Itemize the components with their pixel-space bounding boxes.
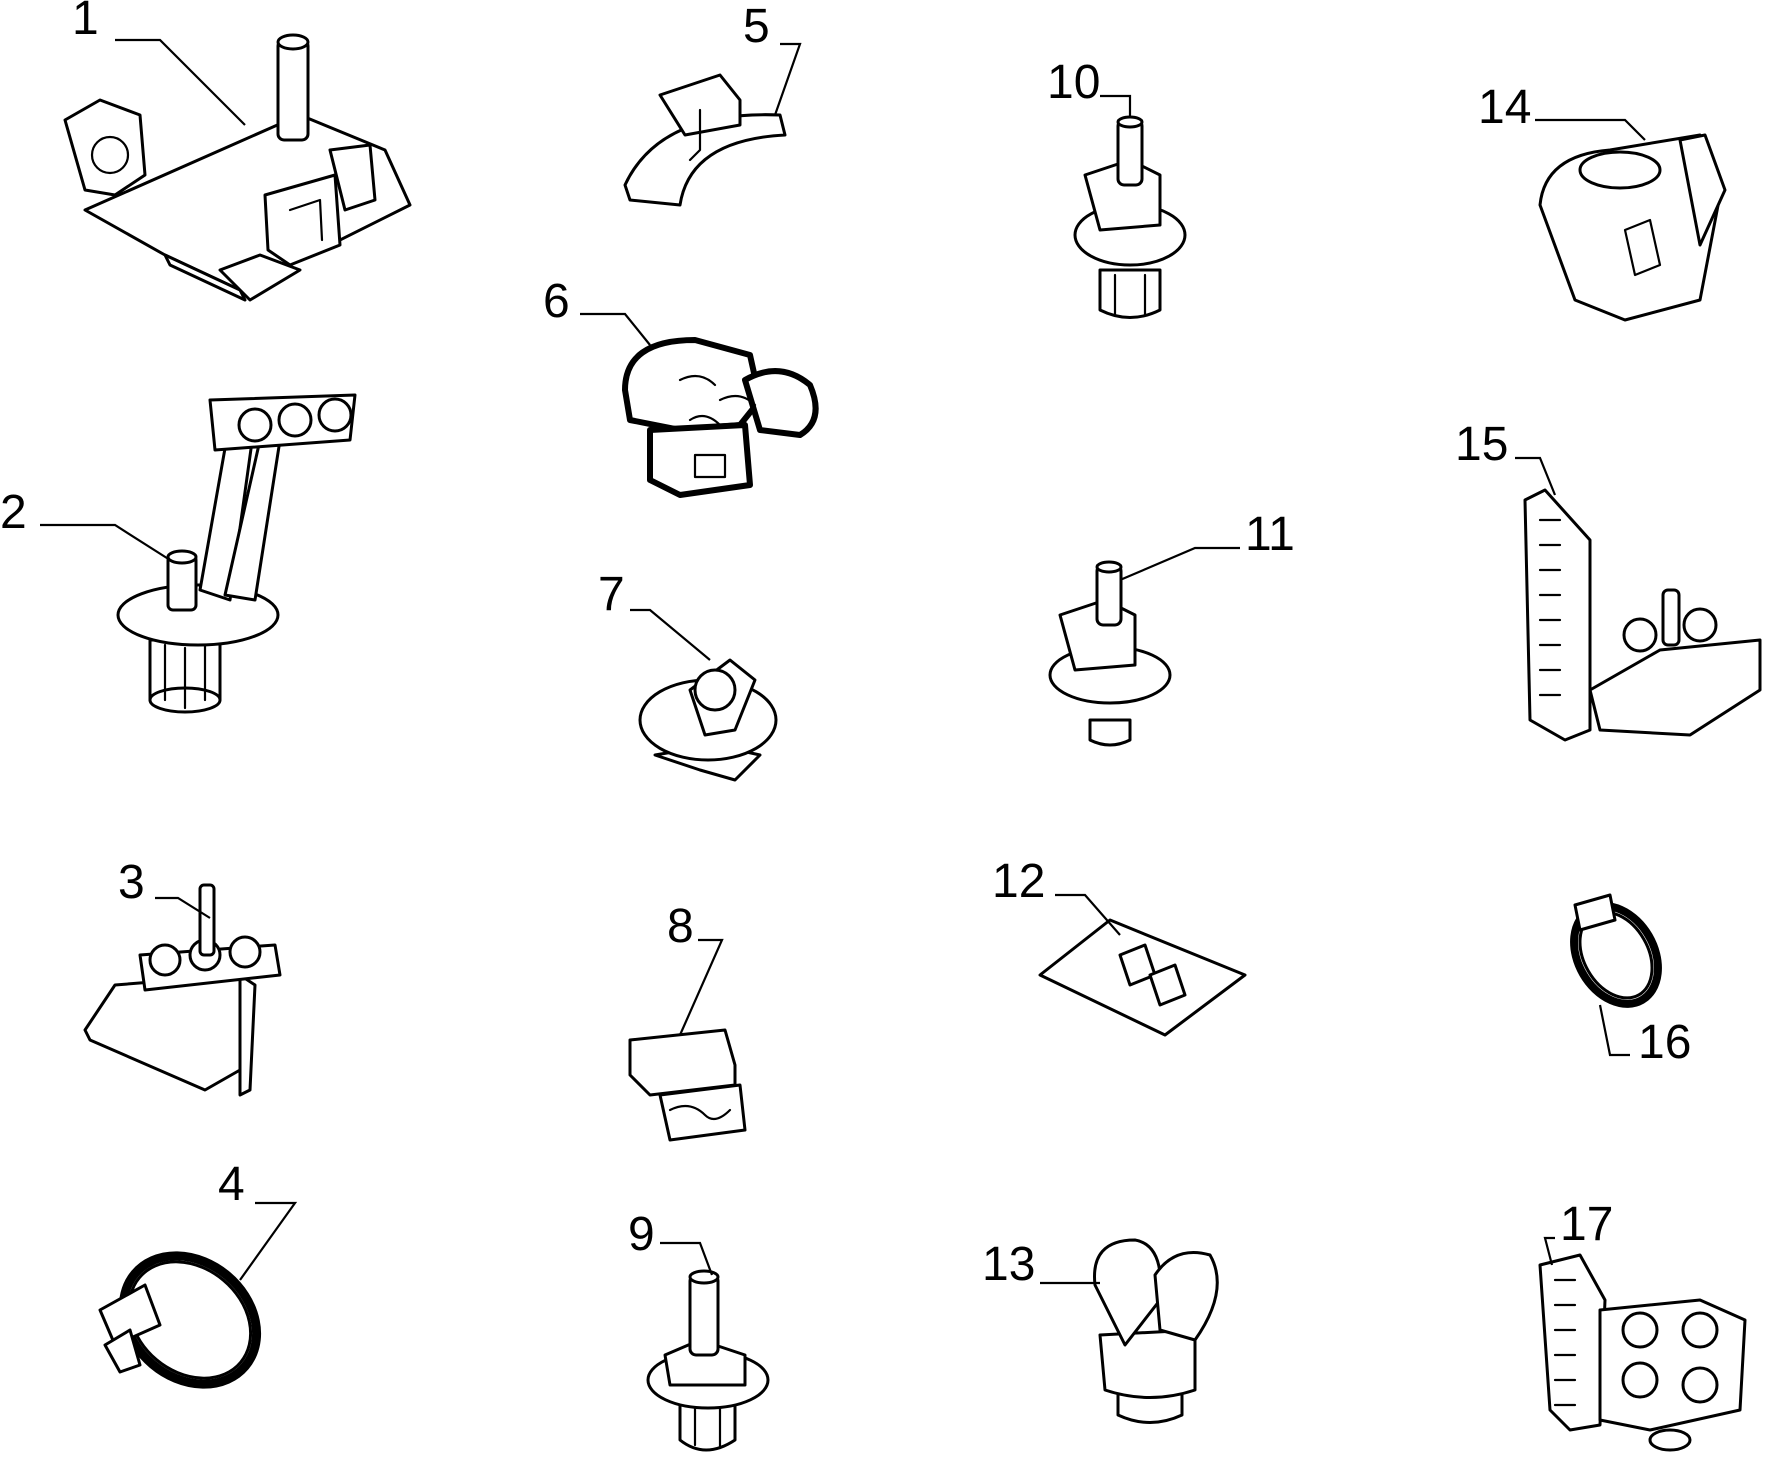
part-9-pin-clip: [646, 1269, 770, 1452]
part-10-pin-clip: [1073, 115, 1187, 319]
callout-11: 11: [1119, 508, 1295, 582]
callout-label-16: 16: [1638, 1016, 1691, 1069]
callout-label-5: 5: [743, 0, 770, 53]
part-15-comb-bracket: [1523, 488, 1762, 742]
part-11-pin-clip: [1048, 560, 1172, 747]
part-12-clip-plate: [1038, 918, 1247, 1037]
part-1-bracket-with-pin: [63, 33, 412, 302]
callout-8: 8: [667, 900, 724, 1036]
callout-5: 5: [743, 0, 802, 116]
callout-12: 12: [992, 855, 1121, 936]
callout-label-12: 12: [992, 855, 1045, 908]
part-8-clip-stack: [628, 1028, 747, 1142]
callout-label-3: 3: [118, 856, 145, 909]
part-3-bracket-with-clips: [83, 883, 282, 1097]
callout-label-15: 15: [1455, 418, 1508, 471]
part-14-clip-block: [1538, 133, 1727, 322]
part-5-curved-clip: [623, 73, 787, 207]
callout-3: 3: [118, 856, 211, 919]
callout-label-1: 1: [72, 0, 99, 45]
callout-label-10: 10: [1047, 56, 1100, 109]
callout-label-14: 14: [1478, 81, 1531, 134]
callout-14: 14: [1478, 81, 1646, 141]
callout-9: 9: [628, 1208, 714, 1276]
callout-7: 7: [598, 568, 711, 661]
callout-2: 2: [0, 486, 171, 561]
callout-label-6: 6: [543, 275, 570, 328]
callout-4: 4: [218, 1158, 298, 1281]
callout-label-9: 9: [628, 1208, 655, 1261]
callout-16: 16: [1598, 1004, 1691, 1069]
part-7-clip-on-disc: [638, 658, 778, 782]
callout-10: 10: [1047, 56, 1132, 118]
callout-label-13: 13: [982, 1238, 1035, 1291]
part-13-y-clip: [1093, 1238, 1219, 1424]
part-4-hose-clamp: [98, 1251, 262, 1389]
callout-1: 1: [72, 0, 246, 126]
callout-13: 13: [982, 1238, 1100, 1291]
callout-label-8: 8: [667, 900, 694, 953]
part-16-hose-clamp: [1570, 893, 1662, 1008]
callout-label-2: 2: [0, 486, 27, 539]
callout-15: 15: [1455, 418, 1557, 496]
callout-label-17: 17: [1560, 1198, 1613, 1251]
part-2-clip-stand: [116, 393, 357, 714]
callout-6: 6: [543, 275, 651, 346]
callout-label-11: 11: [1245, 508, 1295, 561]
part-6-double-clip: [622, 337, 819, 498]
callout-17: 17: [1543, 1198, 1613, 1266]
part-17-comb-bracket: [1538, 1253, 1747, 1452]
callout-label-4: 4: [218, 1158, 245, 1211]
callout-label-7: 7: [598, 568, 625, 621]
